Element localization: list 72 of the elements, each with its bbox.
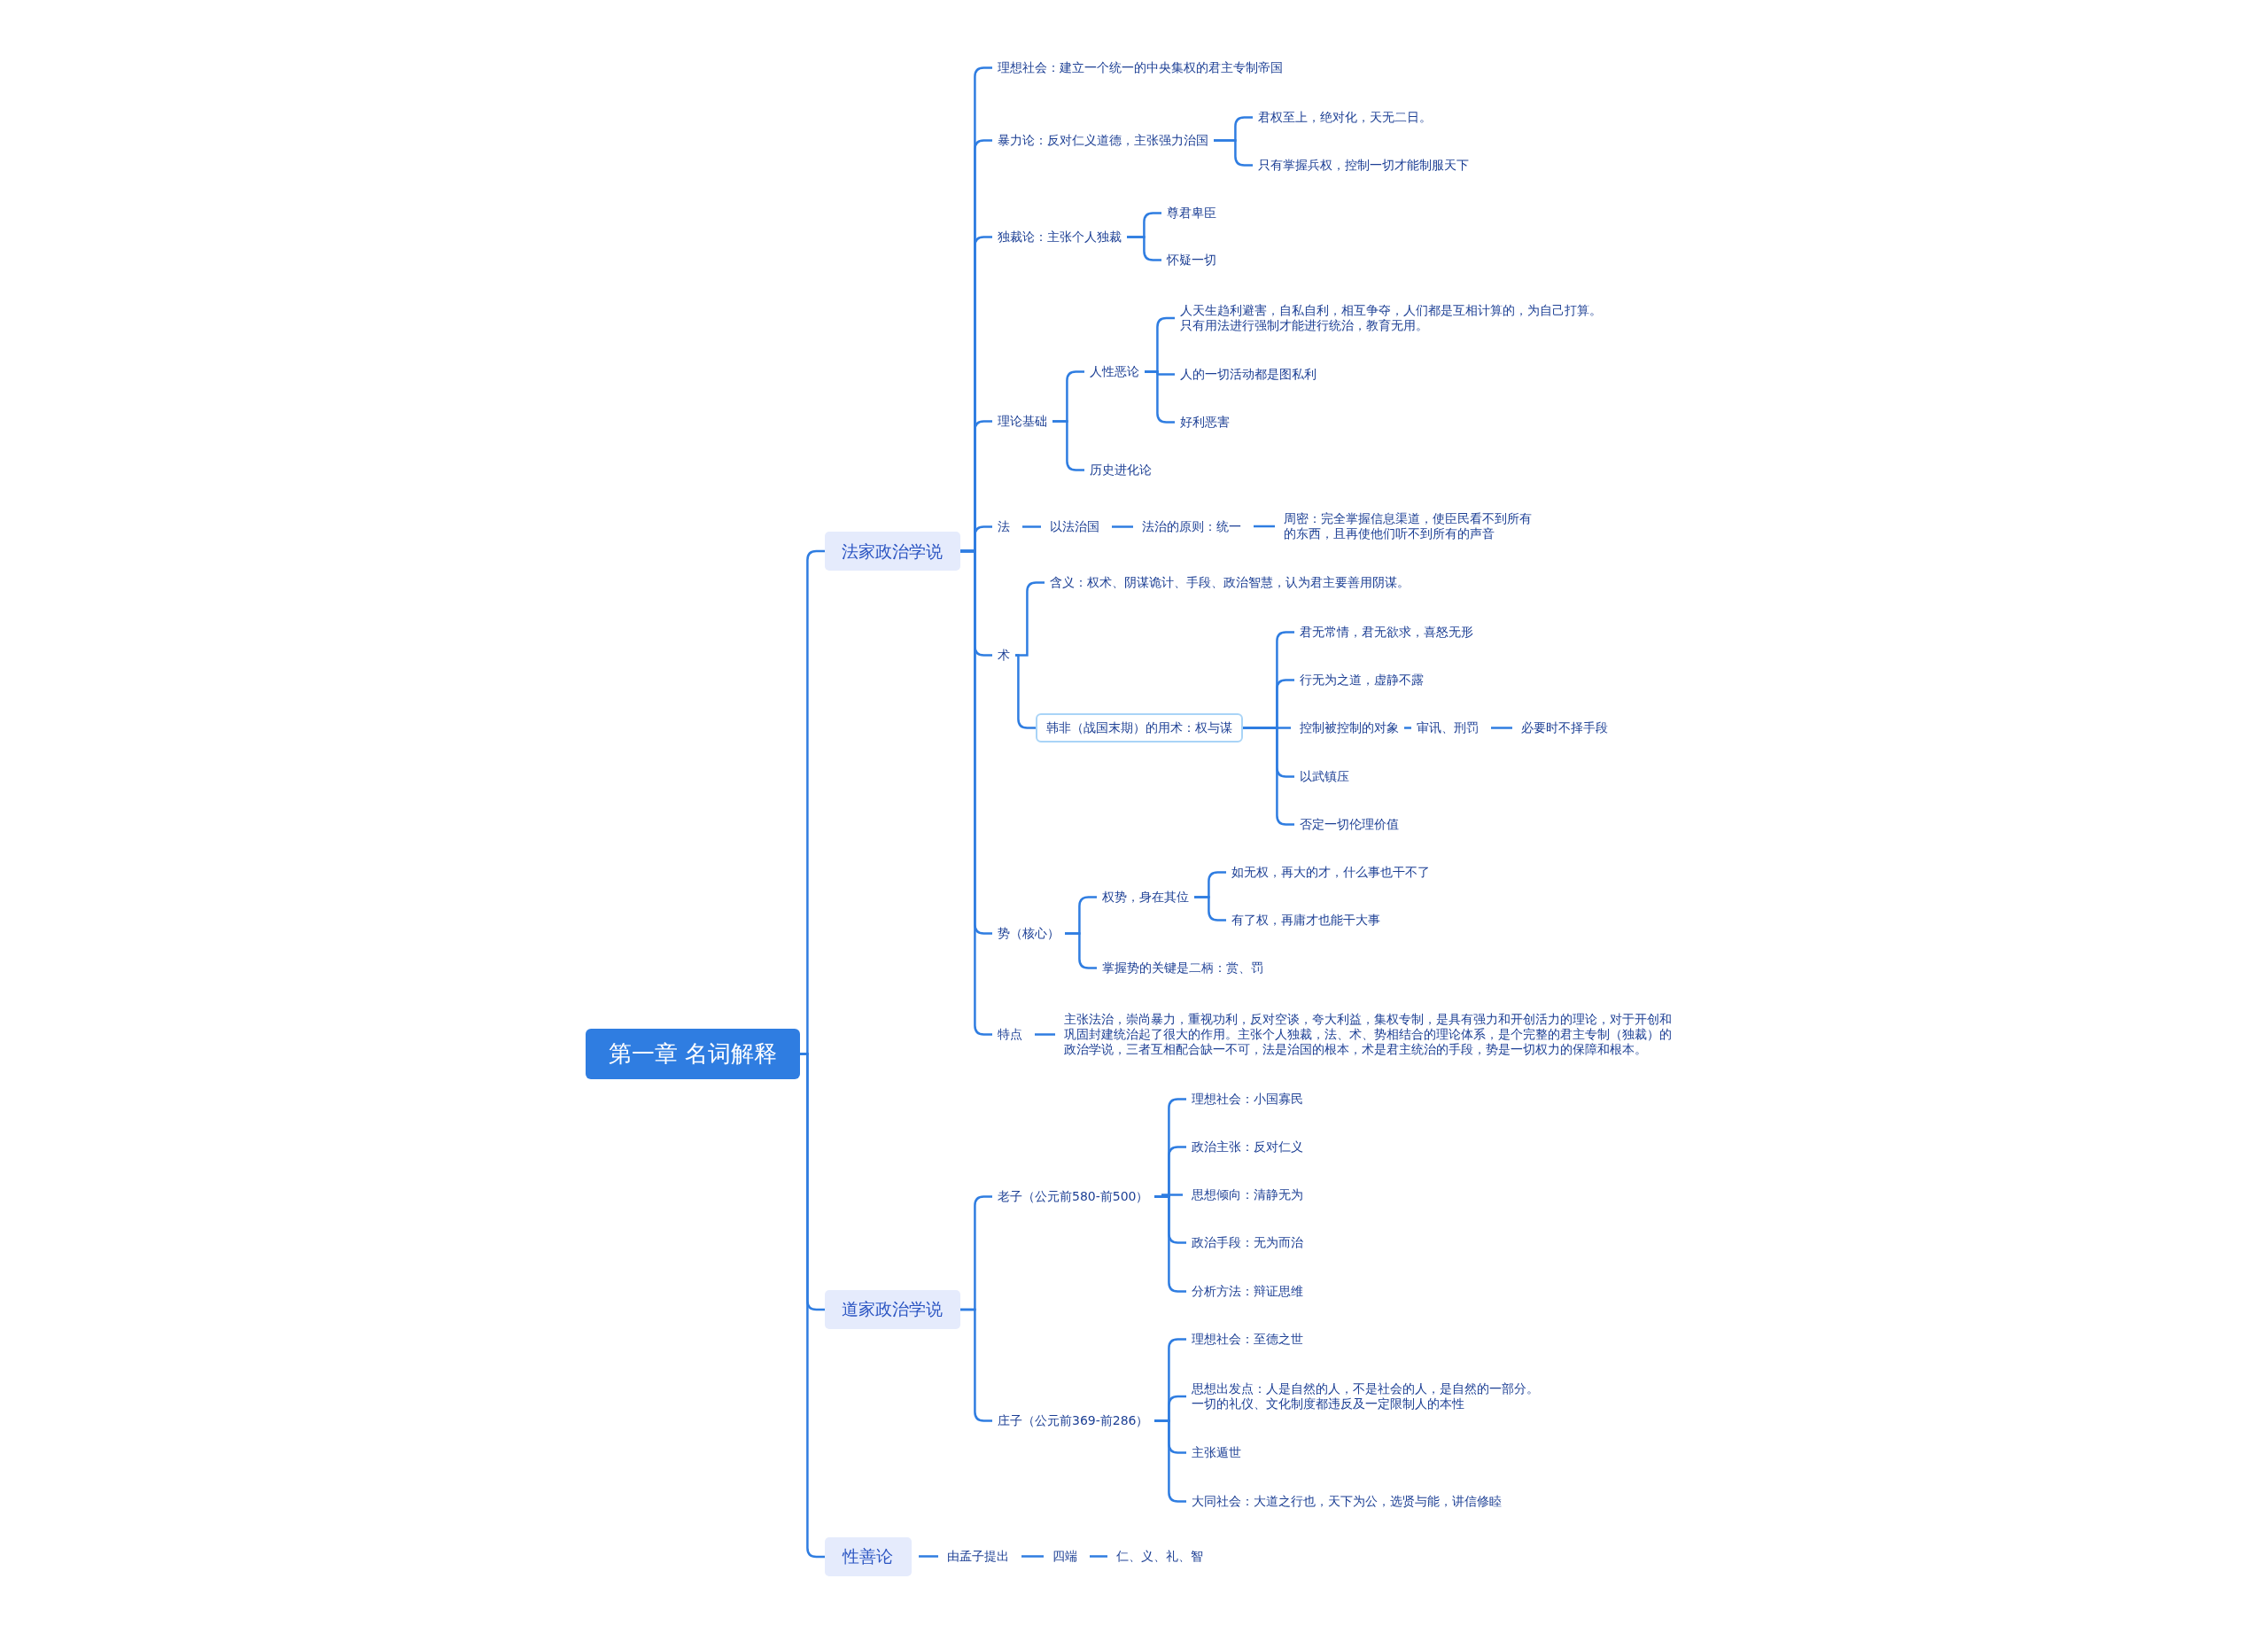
topic-text: 理想社会：至德之世 bbox=[1185, 1330, 1309, 1349]
topic-text: 法 bbox=[992, 517, 1015, 536]
topic-text: 君权至上，绝对化，天无二日。 bbox=[1252, 107, 1437, 127]
root-topic-box: 第一章 名词解释 bbox=[586, 1028, 800, 1079]
connector-line bbox=[1112, 525, 1133, 528]
connector-line bbox=[1127, 236, 1161, 261]
topic-text: 政治主张：反对仁义 bbox=[1185, 1138, 1309, 1157]
topic-text: 必要时不择手段 bbox=[1516, 718, 1613, 737]
connector-line bbox=[1065, 932, 1097, 969]
topic-text: 仁、义、礼、智 bbox=[1110, 1547, 1208, 1567]
connector-line bbox=[1145, 370, 1175, 424]
topic-text: 暴力论：反对仁义道德，主张强力治国 bbox=[992, 130, 1214, 150]
topic-text: 术 bbox=[992, 646, 1015, 665]
topic-text: 独裁论：主张个人独裁 bbox=[992, 228, 1127, 247]
connector-line bbox=[919, 1555, 938, 1558]
topic-text: 怀疑一切 bbox=[1161, 251, 1222, 270]
topic-text: 势（核心） bbox=[992, 923, 1065, 943]
topic-text: 君无常情，君无欲求，喜怒无形 bbox=[1294, 622, 1480, 642]
topic-text: 尊君卑臣 bbox=[1161, 203, 1222, 222]
topic-text: 大同社会：大道之行也，天下为公，选贤与能，讲信修睦 bbox=[1185, 1492, 1507, 1512]
topic-text: 掌握势的关键是二柄：赏、罚 bbox=[1096, 958, 1269, 977]
topic-text: 理想社会：小国寡民 bbox=[1185, 1090, 1309, 1109]
topic-text: 由孟子提出 bbox=[941, 1547, 1014, 1567]
topic-text: 法治的原则：统一 bbox=[1137, 517, 1247, 536]
topic-text: 好利恶害 bbox=[1174, 413, 1235, 432]
topic-text: 人性恶论 bbox=[1084, 362, 1146, 382]
subtopic-box: 韩非（战国末期）的用术：权与谋 bbox=[1035, 712, 1243, 743]
topic-text: 老子（公元前580-前500） bbox=[992, 1186, 1154, 1206]
branch-topic-box: 性善论 bbox=[824, 1536, 912, 1576]
topic-text: 思想出发点：人是自然的人，不是社会的人，是自然的一部分。一切的礼仪、文化制度都违反及一定限制人的本性 bbox=[1185, 1379, 1556, 1413]
topic-text: 理想社会：建立一个统一的中央集权的君主专制帝国 bbox=[992, 58, 1288, 78]
connector-line bbox=[1022, 525, 1041, 528]
connector-line bbox=[1194, 896, 1226, 921]
branch-topic-box: 道家政治学说 bbox=[824, 1289, 961, 1329]
topic-text: 人天生趋利避害，自私自利，相互争夺，人们都是互相计算的，为自己打算。只有用法进行强制才能进行统治，教育无用。 bbox=[1174, 301, 1616, 336]
topic-text: 思想倾向：清静无为 bbox=[1185, 1186, 1309, 1205]
topic-text: 行无为之道，虚静不露 bbox=[1294, 670, 1430, 689]
topic-text: 特点 bbox=[992, 1024, 1028, 1044]
connector-line bbox=[960, 549, 992, 1036]
connector-line bbox=[1254, 525, 1275, 528]
topic-text: 如无权，再大的才，什么事也干不了 bbox=[1226, 863, 1436, 882]
topic-text: 只有掌握兵权，控制一切才能制服天下 bbox=[1252, 155, 1474, 175]
topic-text: 权势，身在其位 bbox=[1096, 887, 1194, 906]
connector-line bbox=[1035, 1033, 1055, 1036]
connector-line bbox=[1090, 1555, 1107, 1558]
connector-line bbox=[1161, 1194, 1183, 1196]
topic-text: 以武镇压 bbox=[1294, 767, 1355, 787]
topic-text: 审讯、刑罚 bbox=[1411, 718, 1485, 737]
topic-text: 周密：完全掌握信息渠道，使臣民看不到所有的东西，且再使他们听不到所有的声音 bbox=[1278, 509, 1547, 544]
branch-topic-box: 法家政治学说 bbox=[824, 532, 961, 572]
topic-text: 以法治国 bbox=[1044, 517, 1105, 536]
connector-line bbox=[1404, 727, 1411, 729]
connector-line bbox=[1491, 727, 1512, 729]
topic-text: 政治手段：无为而治 bbox=[1185, 1233, 1309, 1252]
topic-text: 主张遁世 bbox=[1185, 1442, 1247, 1462]
connector-line bbox=[800, 1053, 825, 1559]
connector-line bbox=[1154, 1195, 1186, 1293]
connector-line bbox=[1214, 139, 1253, 167]
topic-text: 含义：权术、阴谋诡计、手段、政治智慧，认为君主要善用阴谋。 bbox=[1044, 573, 1415, 593]
topic-text: 分析方法：辩证思维 bbox=[1185, 1282, 1309, 1302]
topic-text: 理论基础 bbox=[992, 411, 1052, 431]
topic-text: 控制被控制的对象 bbox=[1294, 718, 1405, 737]
topic-text: 有了权，再庸才也能干大事 bbox=[1226, 910, 1386, 929]
topic-text: 人的一切活动都是图私利 bbox=[1174, 365, 1322, 385]
topic-text: 否定一切伦理价值 bbox=[1294, 815, 1405, 835]
connector-line bbox=[1243, 727, 1294, 826]
connector-line bbox=[1021, 1555, 1044, 1558]
topic-text: 庄子（公元前369-前286） bbox=[992, 1411, 1154, 1430]
connector-line bbox=[1015, 654, 1036, 729]
topic-text: 四端 bbox=[1047, 1547, 1084, 1567]
topic-text: 主张法治，崇尚暴力，重视功利，反对空谈，夸大利益，集权专制，是具有强力和开创活力的理论，对于开创和巩固封建统治起了很大的作用。主张个人独裁，法、术、势相结合的理论体系，是个完整的君主专制（独裁）的政治学说，三者互相配合缺一不可，法是治国的根本，术是君主统治的手段，势是一切权力的保障和根本。 bbox=[1059, 1009, 1678, 1059]
topic-text: 历史进化论 bbox=[1084, 461, 1158, 480]
